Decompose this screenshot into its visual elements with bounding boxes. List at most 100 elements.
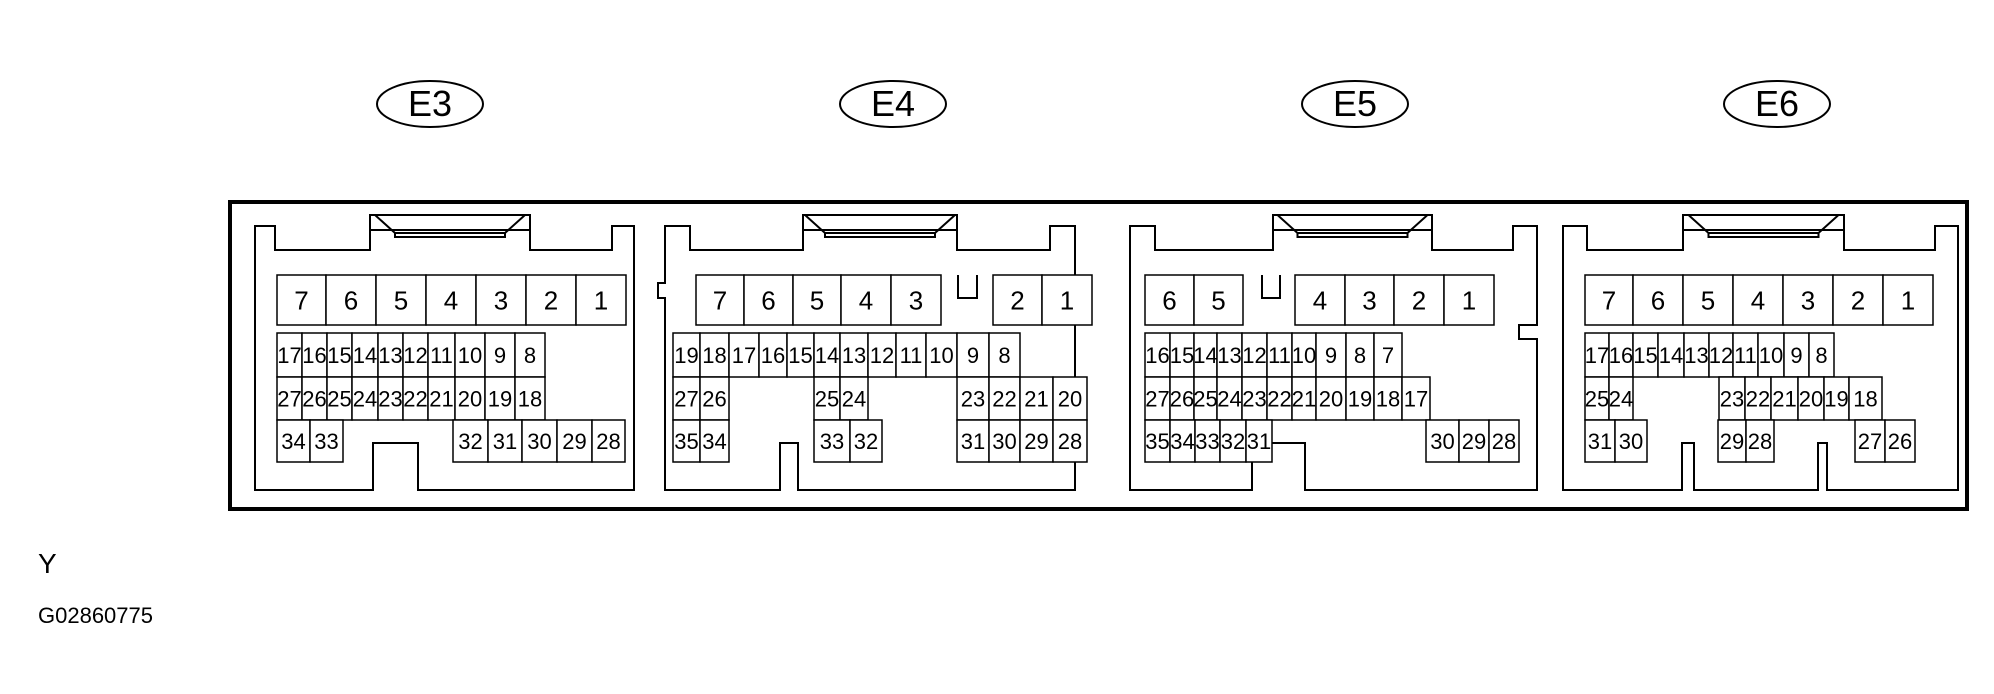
pin-number: 15 <box>327 343 351 368</box>
pin-number: 9 <box>967 343 979 368</box>
pin-number: 32 <box>458 429 482 454</box>
pin-number: 30 <box>1430 429 1454 454</box>
pin-number: 11 <box>1734 343 1757 368</box>
pin-cell <box>1458 419 1490 463</box>
pin-number: 15 <box>788 343 812 368</box>
pin-cell <box>487 419 523 463</box>
pin-number: 22 <box>1267 386 1291 411</box>
pin-cell <box>375 274 427 326</box>
pin-cell <box>839 376 869 421</box>
pin-number: 16 <box>302 343 326 368</box>
pin-number: 11 <box>900 343 923 368</box>
pin-number: 27 <box>1858 429 1882 454</box>
pin-number: 29 <box>562 429 586 454</box>
pin-cell <box>1882 274 1934 326</box>
pin-number: 3 <box>494 285 508 315</box>
pin-cell <box>1632 332 1659 378</box>
pin-cell <box>1608 332 1634 378</box>
pin-cell <box>1683 332 1710 378</box>
connector-latch <box>803 214 957 238</box>
pin-number: 20 <box>1319 386 1343 411</box>
pin-cell <box>1783 332 1810 378</box>
pin-cell <box>1194 419 1221 463</box>
pin-cell <box>956 376 990 421</box>
pin-number: 31 <box>1588 429 1612 454</box>
connector-latch <box>1273 214 1432 238</box>
pin-cell <box>326 376 353 421</box>
pin-number: 31 <box>1247 429 1271 454</box>
pin-number: 22 <box>403 386 427 411</box>
pin-number: 13 <box>842 343 866 368</box>
pin-cell <box>1241 376 1268 421</box>
pin-cell <box>992 274 1043 326</box>
pin-number: 33 <box>314 429 338 454</box>
pin-number: 6 <box>344 285 358 315</box>
pin-number: 2 <box>1412 285 1426 315</box>
connector-label: E5 <box>1333 83 1377 124</box>
connector-label-ellipse <box>376 80 484 128</box>
pin-number: 16 <box>1145 343 1169 368</box>
pin-number: 9 <box>1790 343 1802 368</box>
pin-number: 26 <box>302 386 326 411</box>
pin-number: 24 <box>353 386 377 411</box>
pin-cell <box>1401 376 1431 421</box>
pin-cell <box>1717 419 1747 463</box>
pin-number: 18 <box>702 343 726 368</box>
pin-number: 23 <box>961 386 985 411</box>
pin-cell <box>956 332 990 378</box>
pin-cell <box>276 376 303 421</box>
pin-number: 4 <box>1313 285 1327 315</box>
pin-number: 4 <box>859 285 873 315</box>
pin-number: 29 <box>1462 429 1486 454</box>
pin-cell <box>1019 419 1054 463</box>
pin-cell <box>1373 376 1403 421</box>
pin-cell <box>556 419 593 463</box>
pin-number: 2 <box>544 285 558 315</box>
pin-number: 8 <box>524 343 536 368</box>
pin-number: 24 <box>1609 386 1633 411</box>
pin-number: 25 <box>815 386 839 411</box>
pin-number: 12 <box>403 343 427 368</box>
pin-cell <box>1632 274 1684 326</box>
pin-cell <box>325 274 377 326</box>
pin-number: 10 <box>458 343 482 368</box>
pin-cell <box>1823 376 1850 421</box>
pin-number: 3 <box>1362 285 1376 315</box>
pin-number: 18 <box>1853 386 1877 411</box>
pin-number: 28 <box>1748 429 1772 454</box>
pin-cell <box>1808 332 1835 378</box>
outer-frame <box>228 200 1969 511</box>
pin-number: 18 <box>518 386 542 411</box>
pin-number: 15 <box>1633 343 1657 368</box>
pin-number: 28 <box>1492 429 1516 454</box>
pin-number: 30 <box>992 429 1016 454</box>
connector-label-ellipse <box>839 80 947 128</box>
pin-number: 17 <box>1585 343 1609 368</box>
pin-cell <box>988 332 1021 378</box>
pin-number: 9 <box>1325 343 1337 368</box>
pin-cell <box>1219 419 1247 463</box>
pin-cell <box>1169 419 1196 463</box>
pin-number: 31 <box>493 429 517 454</box>
pin-number: 34 <box>1170 429 1194 454</box>
connector-housing <box>1562 214 1959 491</box>
pin-number: 21 <box>429 386 453 411</box>
pin-cell <box>890 274 942 326</box>
pin-number: 10 <box>1759 343 1783 368</box>
pin-cell <box>1052 419 1088 463</box>
pin-number: 22 <box>1746 386 1770 411</box>
pin-number: 25 <box>1585 386 1609 411</box>
pin-cell <box>1245 419 1273 463</box>
pin-cell <box>402 376 429 421</box>
pin-number: 11 <box>1268 343 1291 368</box>
pin-cell <box>1193 274 1244 326</box>
pin-number: 6 <box>761 285 775 315</box>
pin-number: 7 <box>713 285 727 315</box>
pin-number: 13 <box>1217 343 1241 368</box>
pin-number: 35 <box>674 429 698 454</box>
pin-cell <box>1848 376 1883 421</box>
pin-cell <box>743 274 794 326</box>
pin-cell <box>1488 419 1520 463</box>
pin-cell <box>1745 419 1775 463</box>
